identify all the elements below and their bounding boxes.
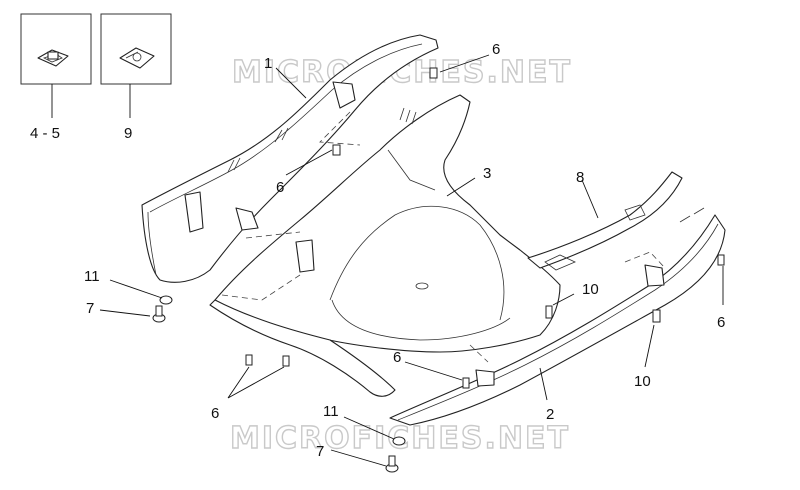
callout-6-lower: 6 [211, 405, 219, 422]
inset-box-clip-9 [100, 13, 172, 85]
leader-7-bottom [330, 449, 387, 467]
leader-3 [446, 177, 476, 197]
guide-line [319, 111, 361, 146]
leader-2 [539, 367, 548, 401]
callout-4-5: 4 - 5 [30, 125, 60, 142]
lower-lip-panel [209, 299, 396, 397]
callout-10-a: 10 [582, 281, 599, 298]
leader-6-mid [285, 149, 333, 176]
screw-6-lower-b [282, 355, 290, 367]
screw-6-centre [462, 377, 470, 389]
screw-6-mid [332, 144, 341, 156]
leader-6-top [439, 54, 490, 73]
leader-11-top [109, 279, 163, 299]
callout-9: 9 [124, 125, 132, 142]
callout-11-top: 11 [84, 268, 100, 285]
screw-6-lower-a [245, 354, 253, 366]
bolt-7-bottom [385, 455, 399, 473]
callout-7-top: 7 [86, 300, 94, 317]
callout-6-centre: 6 [393, 349, 401, 366]
washer-11-top [159, 295, 173, 305]
bolt-7-top [152, 305, 166, 323]
callout-6-mid: 6 [276, 179, 284, 196]
washer-11-bottom [392, 436, 406, 446]
leader-10-b [644, 324, 655, 368]
screw-10-b [652, 309, 661, 323]
callout-10-b: 10 [634, 373, 651, 390]
floor-panel-part-3 [214, 94, 561, 353]
leader-8 [581, 179, 599, 219]
leader-7-top [99, 309, 151, 317]
screw-6-top [429, 67, 438, 79]
callout-1: 1 [264, 55, 272, 72]
callout-2: 2 [546, 406, 554, 423]
guide-line [245, 231, 301, 239]
leader-10-a [552, 293, 575, 306]
leader-6-lower [227, 366, 285, 399]
callout-6-top: 6 [492, 41, 500, 58]
side-panel-right-part-2 [389, 207, 726, 426]
guide-line [469, 344, 489, 363]
callout-6-right: 6 [717, 314, 725, 331]
leader-6-centre [404, 361, 463, 381]
leader-11-bottom [343, 416, 395, 440]
bracket-part-8 [527, 171, 683, 271]
leader-1 [275, 67, 307, 99]
screw-6-right [717, 254, 725, 266]
guide-line [624, 251, 666, 269]
guide-line [221, 274, 301, 301]
inset-box-clip-4-5 [20, 13, 92, 85]
screw-10-a [545, 305, 553, 319]
callout-11-bottom: 11 [323, 403, 339, 420]
side-panel-left-part-1 [141, 34, 439, 283]
callout-8: 8 [576, 169, 584, 186]
callout-7-bottom: 7 [316, 443, 324, 460]
callout-3: 3 [483, 165, 491, 182]
